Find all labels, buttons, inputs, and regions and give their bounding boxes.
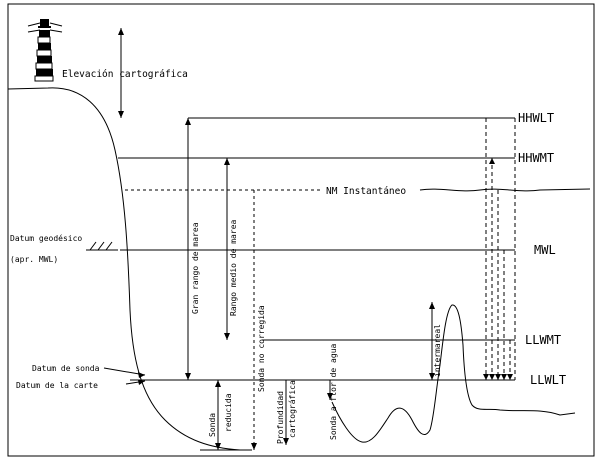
sonda-flor-agua-arrow [327,380,333,400]
diagram-frame [7,3,595,457]
intermareal-label: intermareal [433,324,442,377]
sonda-reducida-arrow [215,380,221,450]
tidal-dashed-arrows [483,118,516,380]
lighthouse-icon [27,19,63,82]
mwl-label: MWL [534,243,556,257]
land-seabed-profile [7,87,252,451]
llwmt-label: LLWMT [525,333,561,347]
datum-sonda-label: Datum de sonda [32,364,100,373]
sonda-no-corregida-arrow [251,190,257,450]
seabed-waves [331,304,576,443]
datum-geodesico-label: Datum geodésico [10,233,82,243]
rango-medio-label: Rango medio de marea [229,219,238,316]
profundidad-label-2: cartográfica [288,380,297,438]
datum-sonda-arrows [103,367,146,385]
datum-geodesico-hatch [86,241,118,251]
nm-instantaneo-wave [419,188,591,192]
sonda-reducida-label-2: reducida [224,393,233,432]
hhwmt-label: HHWMT [518,151,554,165]
gran-rango-label: Gran rango de marea [191,222,200,314]
llwlt-label: LLWLT [530,373,566,387]
nm-instantaneo-label: NM Instantáneo [326,186,406,197]
gran-rango-arrow [185,118,191,380]
elevacion-arrow [118,28,124,118]
profundidad-label-1: Profundidad [276,391,285,444]
profundidad-arrow [283,380,289,445]
sonda-reducida-label-1: Sonda [208,413,217,437]
elevacion-label: Elevación cartográfica [62,69,188,80]
hhwlt-label: HHWLT [518,111,554,125]
rango-medio-arrow [224,158,230,340]
sonda-flor-agua-label: Sonda a flor de agua [329,343,338,440]
datum-carta-label: Datum de la carte [16,381,98,390]
apr-mwl-label: (apr. MWL) [10,255,58,264]
intermareal-arrow [429,302,435,380]
sonda-no-corregida-label: Sonda no corregida [257,305,266,392]
